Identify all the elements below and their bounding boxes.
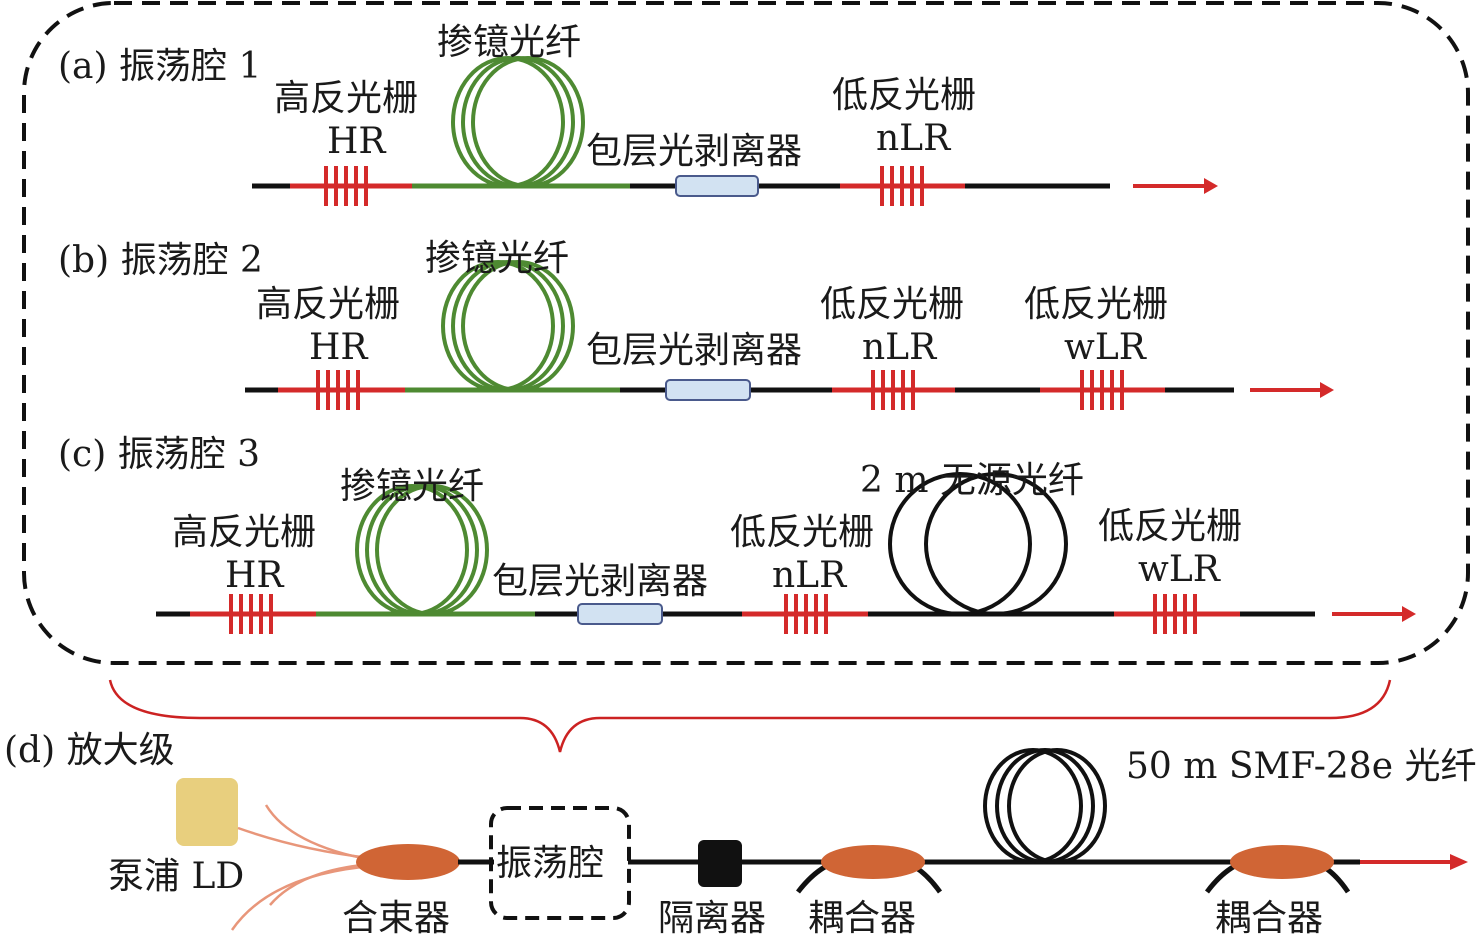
isolator-label: 隔离器 [658,898,766,939]
pump-ld [176,778,238,846]
panel-b-title: (b) 振荡腔 2 [58,240,263,281]
panel-a-hr-cn-label: 高反光栅 [274,78,418,119]
panel-c-title: (c) 振荡腔 3 [58,434,260,475]
smf-coil-loop [995,748,1095,864]
oscillator-box-label: 振荡腔 [496,843,604,884]
panel-c-hr-en-label: HR [225,555,284,596]
smf-coil-loop [1007,748,1107,864]
coupler-2 [1230,845,1334,879]
panel-a-doped-fiber-label: 掺镱光纤 [437,22,581,63]
panel-b-wlr-en-label: wLR [1064,327,1147,368]
coupler-2-label: 耦合器 [1215,898,1323,939]
pump-lead [264,804,373,862]
pump-lead [230,864,373,931]
panel-b-hr-grating [316,370,360,410]
smf-coil [983,748,1107,864]
panel-c-cladding-stripper [577,603,663,625]
oscillator-brace [108,679,1392,753]
panel-b-cladding-stripper [665,379,751,401]
panel-b-nlr-en-label: nLR [862,327,937,368]
panel-a-nlr-grating [880,166,924,206]
panel-c-hr-cn-label: 高反光栅 [172,512,316,553]
smf-coil-loop [983,748,1083,864]
oscillator-enclosure [22,1,1470,665]
panel-c-passive-coil [888,472,1068,616]
smf-fiber-label: 50 m SMF-28e 光纤 [1126,746,1476,787]
pump-lead [237,826,371,860]
panel-b-wlr-cn-label: 低反光栅 [1024,284,1168,325]
oscillator-box [489,806,631,920]
panel-b-hr-en-label: HR [309,327,368,368]
panel-a-nlr-cn-label: 低反光栅 [832,75,976,116]
panel-c-nlr-grating [784,594,828,634]
panel-c-passive-fiber-label: 2 m 无源光纤 [860,460,1084,501]
combiner [356,844,460,880]
panel-a-output-arrow-head [1204,178,1218,194]
panel-a-doped-coil-loop [471,56,585,188]
panel-c-doped-coil [355,484,489,616]
panel-b-output-arrow-head [1320,382,1334,398]
panel-c-hr-grating [229,594,273,634]
panel-a-nlr-en-label: nLR [876,118,951,159]
panel-c-doped-fiber-label: 掺镱光纤 [340,466,484,507]
panel-a-output-arrow [1133,178,1218,194]
amplifier-output-arrow-head [1450,854,1468,870]
panel-c-nlr-cn-label: 低反光栅 [730,512,874,553]
panel-c-nlr-en-label: nLR [772,555,847,596]
panel-c-passive-coil-loop [888,472,1032,616]
panel-d-title: (d) 放大级 [4,730,175,771]
panel-a-doped-coil-loop [461,56,575,188]
panel-b-doped-coil-loop [451,260,565,392]
panel-c-output-arrow [1332,606,1416,622]
panel-b-cps-label: 包层光剥离器 [586,330,802,371]
panel-a-hr-en-label: HR [327,121,386,162]
isolator [698,840,742,887]
panel-a-hr-grating [324,166,368,206]
panel-c-cps-label: 包层光剥离器 [492,561,708,602]
panel-c-output-arrow-head [1402,606,1416,622]
panel-a-cladding-stripper [675,175,759,197]
panel-c-doped-coil-loop [375,484,489,616]
panel-b-hr-cn-label: 高反光栅 [256,284,400,325]
coupler-1-label: 耦合器 [808,898,916,939]
panel-b-nlr-cn-label: 低反光栅 [820,284,964,325]
panel-b-wlr-grating [1080,370,1124,410]
panel-b-doped-coil-loop [461,260,575,392]
panel-a-title: (a) 振荡腔 1 [58,46,261,87]
panel-a-doped-coil [451,56,585,188]
panel-c-wlr-grating [1153,594,1197,634]
panel-c-passive-coil-loop [924,472,1068,616]
panel-b-doped-coil [441,260,575,392]
panel-c-wlr-en-label: wLR [1138,549,1221,590]
panel-a-cps-label: 包层光剥离器 [586,131,802,172]
pump-ld-label: 泵浦 LD [108,856,244,897]
panel-c-wlr-cn-label: 低反光栅 [1098,506,1242,547]
panel-b-output-arrow [1250,382,1334,398]
panel-b-nlr-grating [871,370,915,410]
panel-b-doped-coil-loop [441,260,555,392]
panel-a-doped-coil-loop [451,56,565,188]
combiner-label: 合束器 [342,898,450,939]
coupler-1 [821,845,925,879]
panel-b-doped-fiber-label: 掺镱光纤 [425,238,569,279]
